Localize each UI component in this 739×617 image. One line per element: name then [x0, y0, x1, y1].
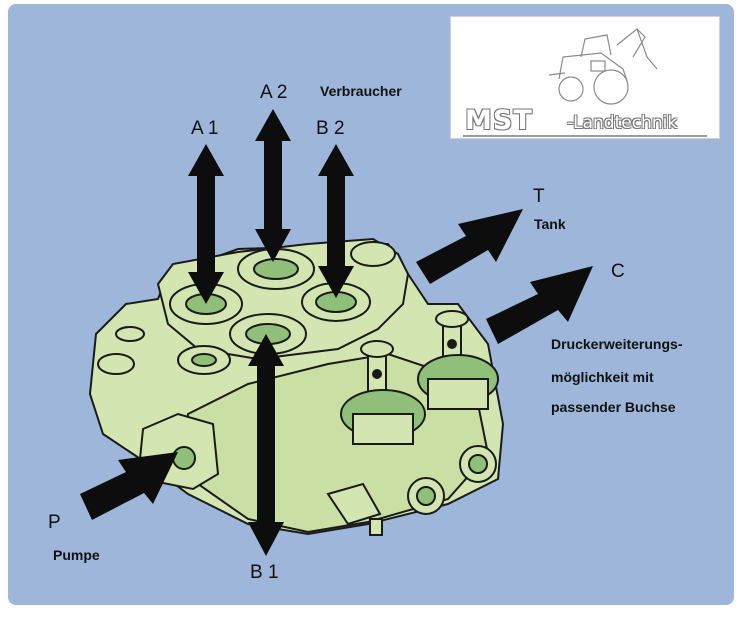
arrow-pump [80, 452, 178, 520]
logo-suffix: -Landtechnik [567, 113, 678, 133]
label-druckerweiterung-1: Druckerweiterungs- [551, 336, 683, 352]
label-c: C [611, 261, 625, 282]
arrow-b1 [248, 334, 284, 556]
label-t: T [533, 186, 545, 207]
arrow-a1 [188, 144, 224, 304]
label-a2: A 2 [260, 82, 287, 103]
label-b2: B 2 [316, 118, 345, 139]
label-verbraucher: Verbraucher [320, 83, 402, 99]
label-tank: Tank [534, 216, 566, 232]
label-a1: A 1 [191, 118, 218, 139]
logo-underline [463, 135, 707, 137]
control-spools [326, 310, 499, 536]
company-logo: MST -Landtechnik [450, 16, 720, 139]
arrow-b2 [318, 144, 354, 298]
label-druckerweiterung-3: passender Buchse [551, 399, 676, 415]
arrow-c [486, 266, 593, 344]
flow-arrows [80, 109, 593, 556]
diagram-frame: A 1 A 2 Verbraucher B 2 T Tank C Drucker… [8, 4, 734, 605]
label-p: P [48, 512, 61, 533]
label-druckerweiterung-2: möglichkeit mit [551, 369, 654, 385]
label-pumpe: Pumpe [53, 547, 100, 563]
logo-brand: MST [465, 105, 533, 136]
arrow-tank [416, 209, 523, 284]
tractor-sketch-icon [548, 28, 658, 105]
arrow-a2 [255, 109, 291, 262]
label-b1: B 1 [250, 562, 279, 583]
